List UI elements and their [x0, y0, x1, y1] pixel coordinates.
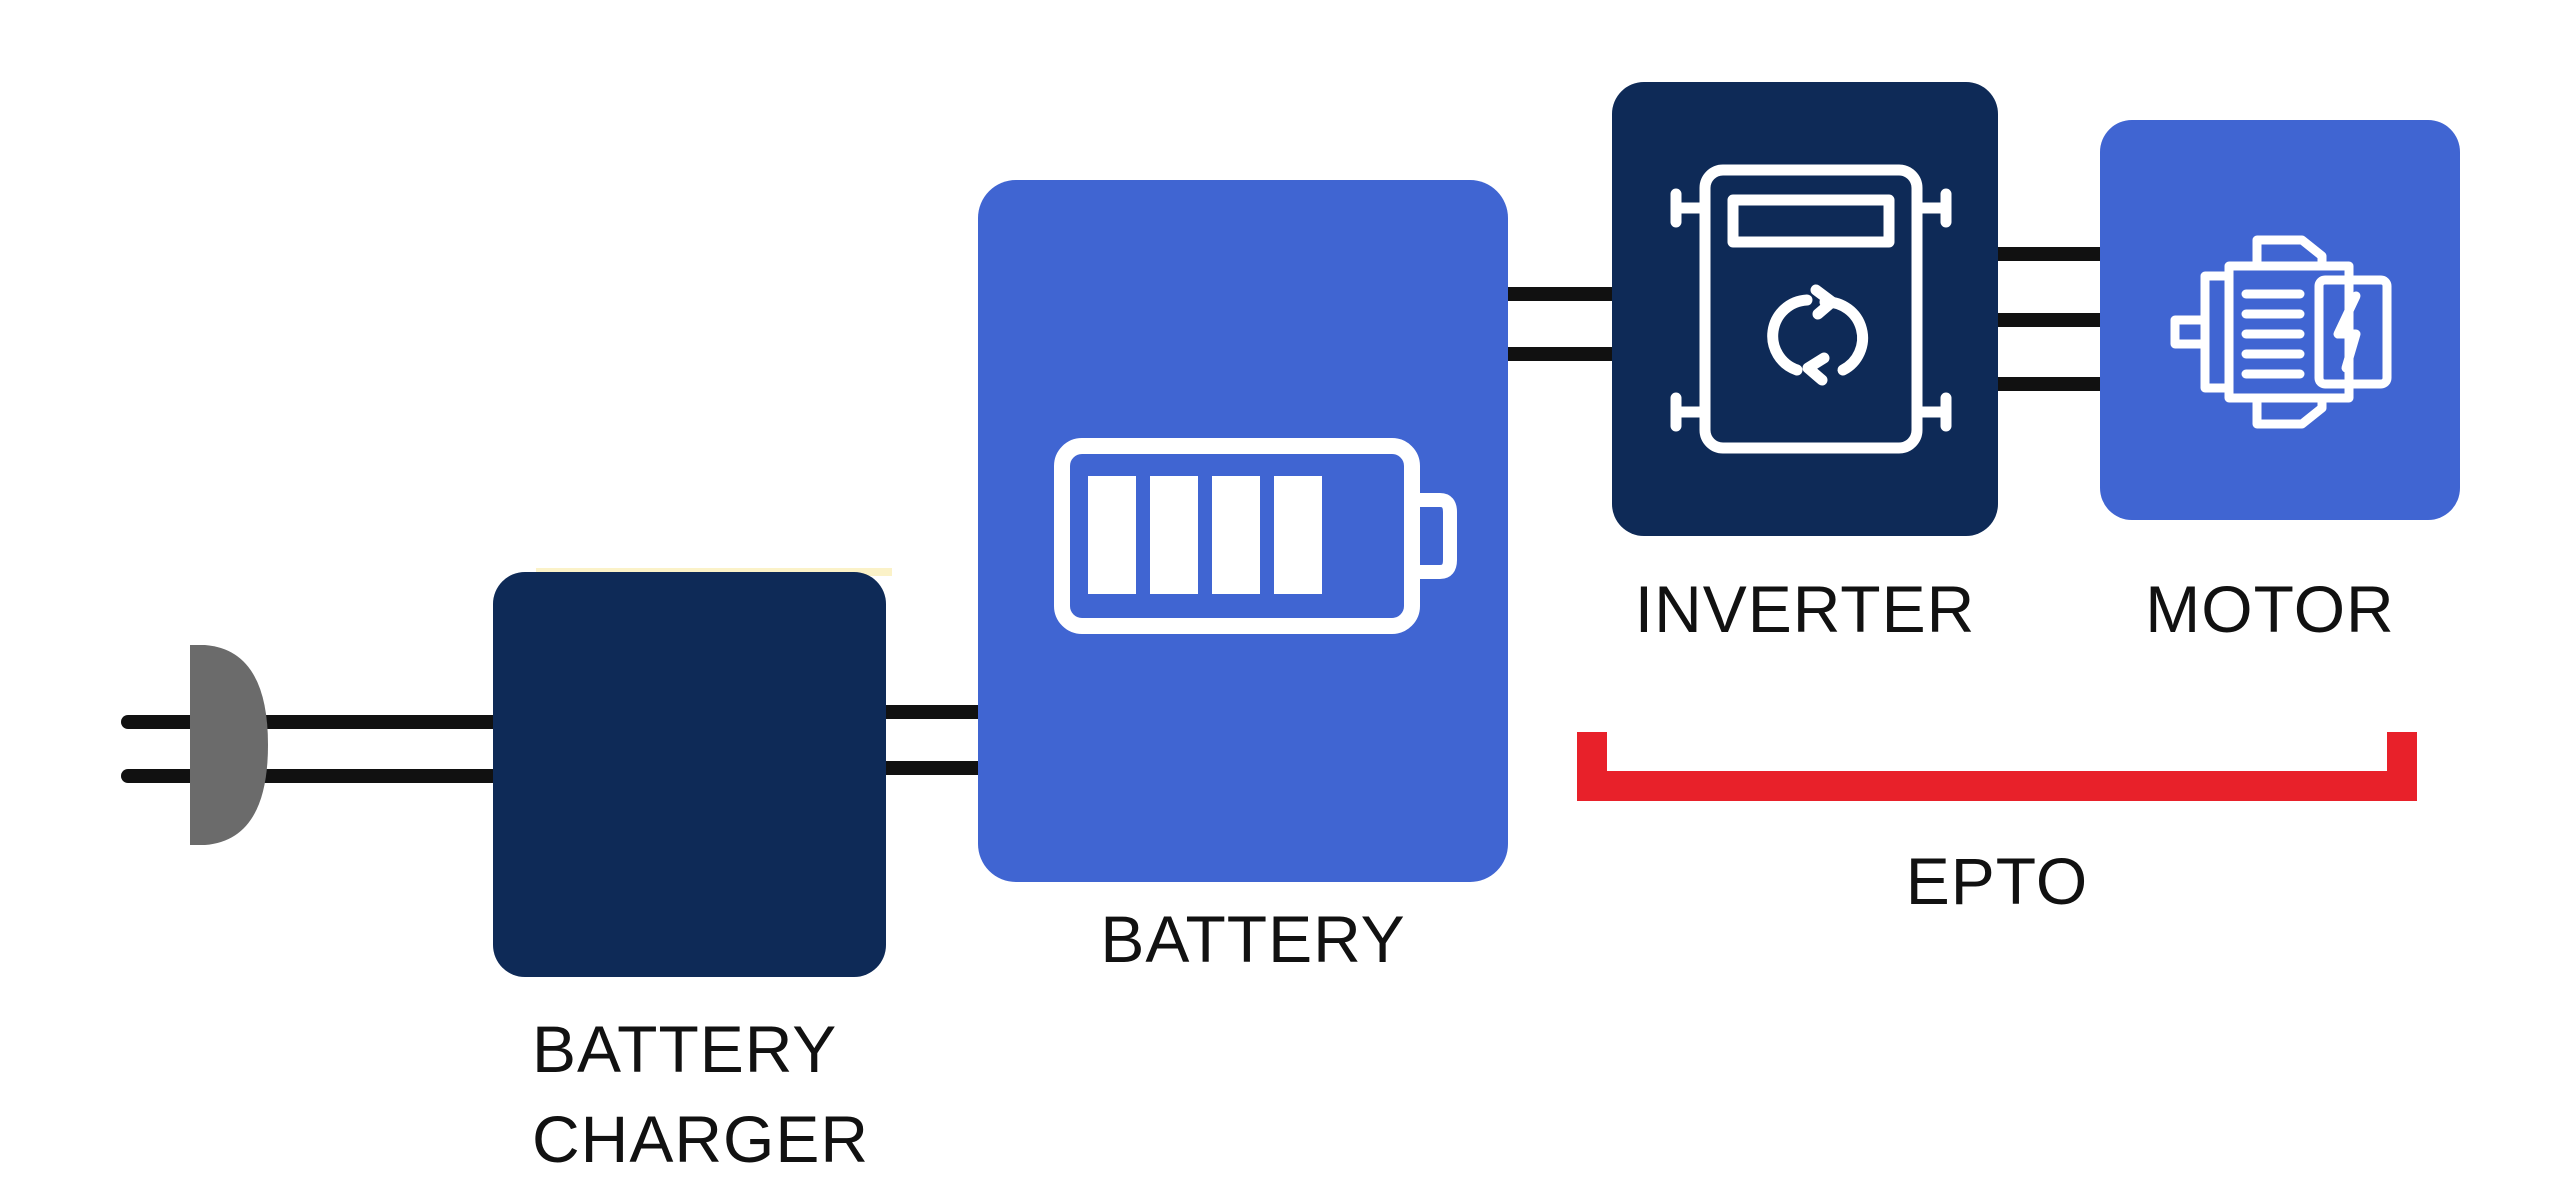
epto-label: EPTO: [1906, 844, 2089, 918]
battery-block: [978, 180, 1508, 882]
motor-label: MOTOR: [2145, 572, 2394, 646]
battery-charger-block: [493, 568, 892, 977]
inverter-block: [1612, 82, 1998, 536]
battery-charger-label-line1: BATTERY: [532, 1012, 837, 1086]
battery-charger-label-line2: CHARGER: [532, 1102, 869, 1176]
plug-icon: [190, 645, 268, 845]
motor-icon: [2170, 235, 2392, 429]
epto-bracket: [1577, 732, 2417, 801]
battery-icon: [1054, 438, 1457, 634]
battery-label: BATTERY: [1100, 902, 1405, 976]
inverter-icon: [1670, 164, 1952, 454]
motor-block: [2100, 120, 2460, 520]
inverter-label: INVERTER: [1635, 572, 1976, 646]
